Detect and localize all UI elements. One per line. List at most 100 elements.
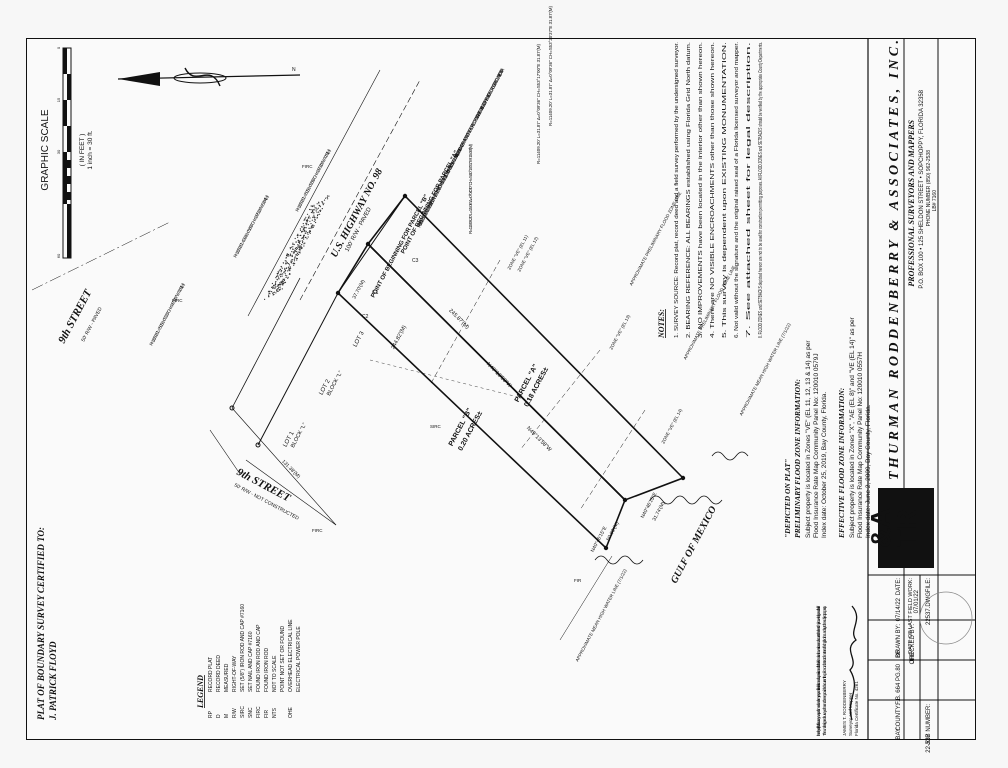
stipple-dot	[293, 260, 296, 262]
stipple-dot	[273, 284, 275, 286]
stipple-dot	[306, 221, 308, 223]
scale-check	[67, 240, 71, 248]
surveyor-cert: Florida Certificate No. 4261	[854, 681, 859, 736]
stipple-dot	[315, 221, 317, 224]
stipple-dot	[302, 241, 304, 244]
stipple-dot	[301, 237, 303, 239]
stipple-dot	[323, 199, 326, 201]
effective-line-3: Index date: June 2, 2009, Bay County, Fl…	[865, 404, 872, 538]
stipple-dot	[286, 275, 288, 277]
stipple-dot	[282, 284, 284, 286]
mhw-2: APPROXIMATE MEAN HIGH WATER LINE (7/1/22…	[574, 568, 627, 663]
stipple-dot	[282, 278, 284, 281]
legend-abbr: D	[216, 714, 222, 718]
stipple-dot	[279, 288, 281, 290]
effective-heading: EFFECTIVE FLOOD ZONE INFORMATION:	[837, 388, 846, 539]
stipple-dot	[275, 292, 277, 294]
stipple-dot	[276, 273, 278, 275]
stipple-dot	[299, 242, 301, 245]
surveyor-name: JAMES T. RODDENBERRY	[842, 680, 847, 736]
stipple-dot	[299, 246, 301, 248]
firm-phone: PHONE NUMBER (850) 962-2538	[926, 150, 932, 227]
stipple-dot	[275, 277, 277, 279]
note-item: 3. NO IMPROVEMENTS have been located in …	[698, 41, 704, 338]
stipple-dot	[294, 237, 296, 240]
scale-mark-0: 0	[56, 46, 61, 49]
curve-c2: R=11409.20' L=31.87' Δ=0°09'36" CH=S53°2…	[548, 6, 553, 127]
drawing-frame	[26, 38, 976, 740]
note-item: 8. FLOOD ZONES and SETBACKS depicted her…	[758, 42, 764, 338]
stipple-dot	[312, 212, 314, 214]
stipple-dot	[296, 248, 298, 250]
date-label: DATE:	[896, 578, 902, 596]
stipple-dot	[284, 272, 286, 274]
stipple-dot	[269, 293, 271, 295]
stipple-dot	[290, 260, 292, 262]
stipple-dot	[313, 205, 315, 207]
stipple-dot	[301, 243, 303, 246]
stipple-dot	[311, 211, 313, 213]
fb-label: F.B. 664 PG.80	[896, 663, 902, 704]
prelim-line-2: Flood Insurance Rate Map Community Panel…	[813, 353, 820, 538]
stipple-dot	[267, 290, 270, 292]
stipple-dot	[312, 226, 314, 228]
stipple-dot	[314, 216, 316, 218]
note-item: 2. BEARING REFERENCE: ALL BEARINGS estab…	[686, 41, 692, 338]
stipple-dot	[283, 279, 285, 282]
depicted-heading: "DEPICTED ON PLAT"	[783, 459, 792, 538]
legend-abbr: FIR	[264, 710, 270, 718]
stipple-dot	[292, 246, 294, 248]
effective-line-1: Subject property is located in Zones "X"…	[849, 316, 856, 538]
stipple-dot	[327, 198, 329, 200]
stipple-dot	[271, 291, 273, 293]
stipple-dot	[298, 244, 300, 246]
legend-desc: RECORD DEED	[216, 655, 222, 692]
stipple-dot	[281, 267, 283, 269]
stipple-dot	[277, 275, 279, 277]
stipple-dot	[280, 283, 282, 285]
cert-text-2: The undersigned surveyor has not been pr…	[822, 605, 827, 736]
stipple-dot	[299, 248, 301, 250]
stipple-dot	[310, 223, 312, 225]
stipple-dot	[268, 292, 270, 294]
stipple-dot	[303, 234, 305, 236]
stipple-dot	[284, 270, 286, 272]
stipple-dot	[280, 265, 282, 268]
parcels: PARCEL "A" 0.18 ACRES± PARCEL "B" 0.20 A…	[148, 6, 791, 663]
stipple-dot	[287, 277, 289, 279]
stipple-dot	[312, 216, 314, 219]
stipple-dot	[276, 288, 278, 291]
svg-text:N: N	[292, 67, 296, 73]
stipple-dot	[292, 252, 294, 254]
dim-5: 50.00'(M)	[606, 521, 621, 543]
stipple-dot	[281, 275, 283, 277]
stipple-dot	[316, 214, 319, 217]
stipple-dot	[296, 247, 299, 249]
title-block: TR &A THURMAN RODDENBERRY & ASSOCIATES, …	[865, 38, 976, 753]
stipple-dot	[305, 222, 307, 224]
stipple-dot	[288, 264, 291, 266]
stipple-dot	[297, 233, 299, 235]
stipple-dot	[277, 290, 279, 292]
scale-units: ( IN FEET )	[79, 134, 86, 167]
surveyor-role: Surveyor and Mapper	[848, 692, 853, 736]
firc-1: FIRC	[172, 298, 183, 303]
stipple-dot	[281, 288, 283, 290]
stipple-dot	[294, 257, 296, 259]
raised-seal	[919, 591, 973, 645]
stipple-dot	[299, 228, 301, 230]
scale-mark-15: 15	[56, 97, 61, 102]
stipple-dot	[278, 289, 280, 291]
stipple-dot	[271, 286, 273, 288]
stipple-dot	[281, 269, 283, 272]
dim-6: 31.74'(M)	[652, 501, 667, 523]
stipple-dot	[306, 232, 308, 234]
stipple-dot	[314, 218, 316, 220]
prelim-line-3: Index date: October 25, 2019, Bay County…	[821, 392, 828, 538]
stipple-dot	[303, 235, 305, 237]
stipple-dot	[319, 213, 321, 215]
dim-2: 244.82'(M)	[390, 324, 408, 350]
legend-desc: SET NAIL AND CAP #7160	[248, 631, 254, 692]
legend-desc: NOT TO SCALE	[272, 655, 278, 692]
stipple-dot	[300, 246, 302, 248]
